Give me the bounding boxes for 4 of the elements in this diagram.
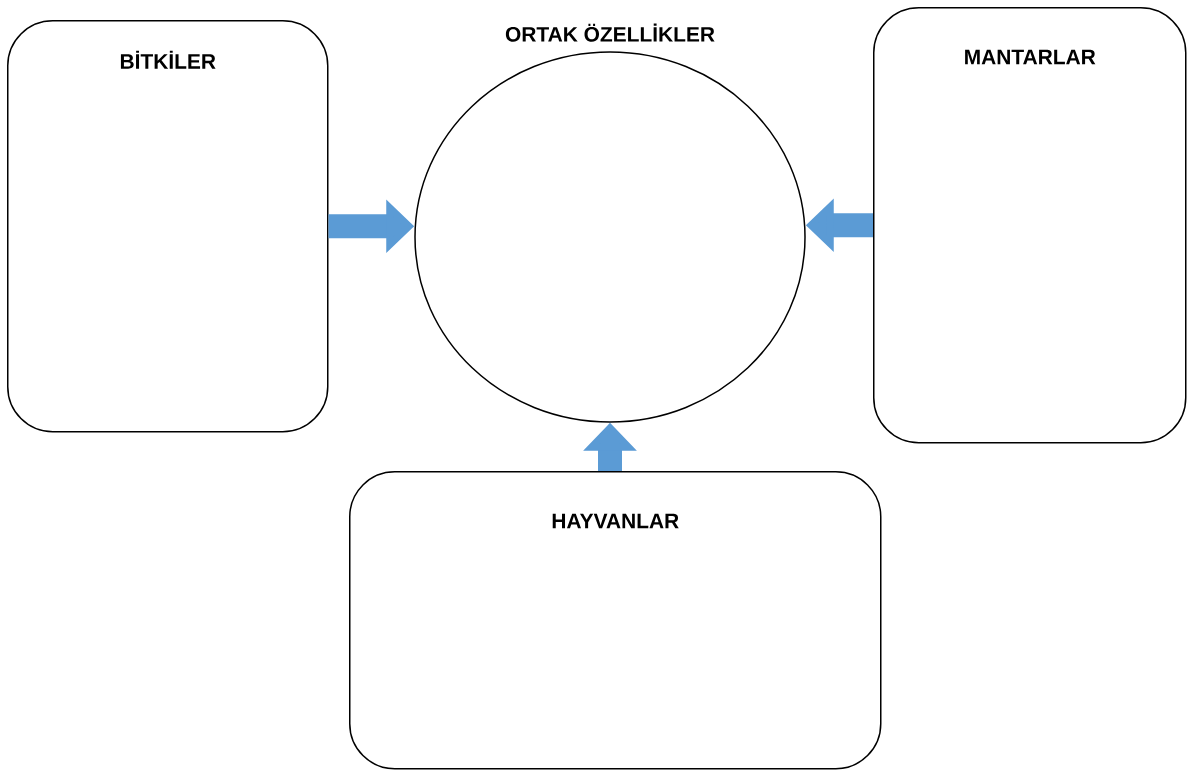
rounded-box: MANTARLAR [873,7,1187,444]
node-label: ORTAK ÖZELLİKLER [505,23,715,42]
rounded-box: HAYVANLAR [349,471,882,770]
rounded-box: BİTKİLER [7,20,329,433]
